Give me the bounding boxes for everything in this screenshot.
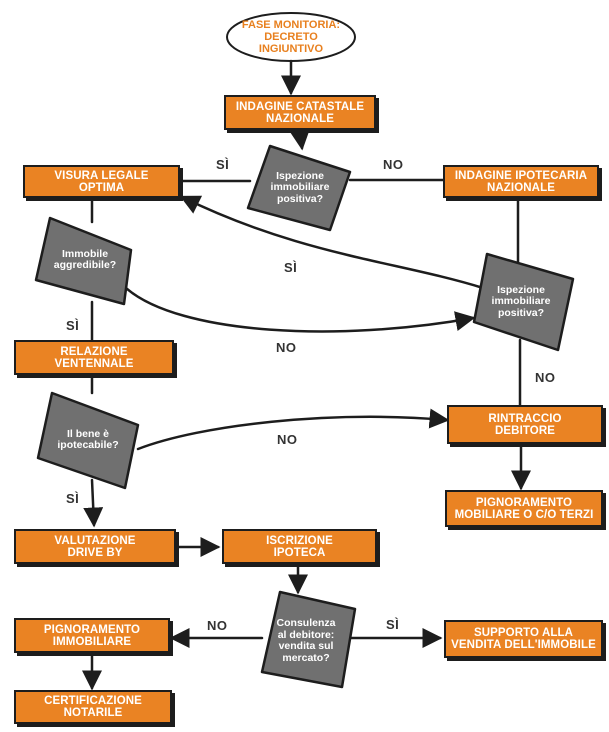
box-indagine-ipotecaria: INDAGINE IPOTECARIA NAZIONALE [443,165,599,198]
label-no-to-rintraccio: NO [535,370,556,385]
decision-bene-ipotecabile-line-1: Il bene è [66,427,109,440]
edge-catastale-to-ispezione1 [289,129,310,151]
decision-immobile-aggredibile: Immobile aggredibile? [42,238,128,282]
label-no-aggredibile: NO [276,340,297,355]
decision-diamond-consulenza [260,590,357,689]
decision-ispezione-1-line-3: positiva? [276,192,324,205]
label-no-ipotecabile: NO [277,432,298,447]
box-relazione-ventennale-line-2: VENTENNALE [54,357,134,370]
decision-ispezione-2-line-2: immobiliare [491,295,551,308]
box-certificazione-notarile-line-1: CERTIFICAZIONE [44,695,142,707]
decision-ispezione-2: Ispezione immobiliare positiva? [478,274,564,330]
label-si-to-visura: SÌ [216,157,230,172]
decision-ispezione-2-line-3: positiva? [497,306,545,319]
box-valutazione-drive-by-line-1: VALUTAZIONE [54,534,136,547]
box-visura-legale-line-1: VISURA LEGALE [54,169,149,182]
start-line-2: DECRETO [264,31,318,43]
decision-consulenza-line-4: mercato? [282,651,330,664]
box-pignoramento-mobiliare: PIGNORAMENTO MOBILIARE O C/O TERZI [445,490,603,527]
box-relazione-ventennale: RELAZIONE VENTENNALE [14,340,174,375]
label-no-to-pignoramento: NO [207,618,228,633]
decision-bene-ipotecabile: Il bene è ipotecabile? [44,418,132,462]
box-indagine-ipotecaria-line-2: NAZIONALE [487,181,555,194]
box-supporto-vendita: SUPPORTO ALLA VENDITA DELL'IMMOBILE [444,620,603,658]
label-si-to-valutazione: SÌ [66,491,80,506]
decision-ispezione-1: Ispezione immobiliare positiva? [256,160,344,216]
start-line-1: FASE MONITORIA: [241,19,341,31]
box-supporto-vendita-line-2: VENDITA DELL'IMMOBILE [451,639,596,651]
box-iscrizione-ipoteca: ISCRIZIONE IPOTECA [222,529,377,564]
box-indagine-catastale-line-1: INDAGINE CATASTALE [235,100,365,113]
box-visura-legale: VISURA LEGALE OPTIMA [23,165,180,198]
label-si-back-to-visura: SÌ [284,260,298,275]
label-si-to-relazione: SÌ [66,318,80,333]
box-relazione-ventennale-line-1: RELAZIONE [60,345,128,358]
decision-diamond-immobile-aggredibile [34,216,133,306]
box-valutazione-drive-by: VALUTAZIONE DRIVE BY [14,529,176,564]
box-pignoramento-mobiliare-line-1: PIGNORAMENTO [475,496,573,509]
decision-bene-ipotecabile-line-2: ipotecabile? [57,439,119,451]
decision-immobile-aggredibile-line-2: aggredibile? [53,259,117,271]
box-pignoramento-immobiliare-line-1: PIGNORAMENTO [43,623,141,636]
decision-consulenza-line-1: Consulenza [276,617,336,629]
decision-ispezione-1-line-1: Ispezione [276,169,324,182]
label-si-to-supporto: SÌ [386,617,400,632]
start-node: FASE MONITORIA: DECRETO INGIUNTIVO [229,14,353,60]
decision-consulenza: Consulenza al debitore: vendita sul merc… [266,610,346,672]
box-indagine-ipotecaria-line-1: INDAGINE IPOTECARIA [454,169,588,182]
box-indagine-catastale-line-2: NAZIONALE [266,112,334,125]
box-pignoramento-mobiliare-line-2: MOBILIARE O C/O TERZI [454,508,594,521]
edge-ipotecabile-to-valutazione [83,478,104,528]
decision-diamond-ispezione-2 [472,252,575,352]
box-iscrizione-ipoteca-line-2: IPOTECA [273,546,326,559]
box-iscrizione-ipoteca-line-1: ISCRIZIONE [266,534,333,547]
box-pignoramento-immobiliare-line-2: IMMOBILIARE [52,635,132,648]
decision-ispezione-2-line-1: Ispezione [497,283,545,296]
edge-ispezione2-back-to-visura [179,195,485,290]
decision-consulenza-line-2: al debitore: [277,628,335,641]
decision-immobile-aggredibile-line-1: Immobile [61,247,109,260]
edge-ipotecabile-no-to-rintraccio [136,408,450,451]
decision-diamond-bene-ipotecabile [36,391,140,490]
edge-aggredibile-no-to-ispezione2 [124,286,476,333]
label-no-to-ipotecaria: NO [383,157,404,172]
box-valutazione-drive-by-line-2: DRIVE BY [67,546,123,559]
decision-ispezione-1-line-2: immobiliare [270,181,330,194]
box-rintraccio-debitore: RINTRACCIO DEBITORE [447,405,603,444]
box-supporto-vendita-line-1: SUPPORTO ALLA [473,627,574,639]
box-rintraccio-debitore-line-1: RINTRACCIO [488,412,562,425]
box-certificazione-notarile-line-2: NOTARILE [63,707,123,719]
box-rintraccio-debitore-line-2: DEBITORE [494,424,555,437]
decision-diamond-ispezione-1 [246,144,352,232]
decision-consulenza-line-3: vendita sul [278,640,334,652]
box-certificazione-notarile: CERTIFICAZIONE NOTARILE [14,690,172,724]
box-visura-legale-line-2: OPTIMA [78,181,125,194]
box-pignoramento-immobiliare: PIGNORAMENTO IMMOBILIARE [14,618,170,653]
box-indagine-catastale: INDAGINE CATASTALE NAZIONALE [224,95,376,130]
start-line-3: INGIUNTIVO [258,43,324,55]
